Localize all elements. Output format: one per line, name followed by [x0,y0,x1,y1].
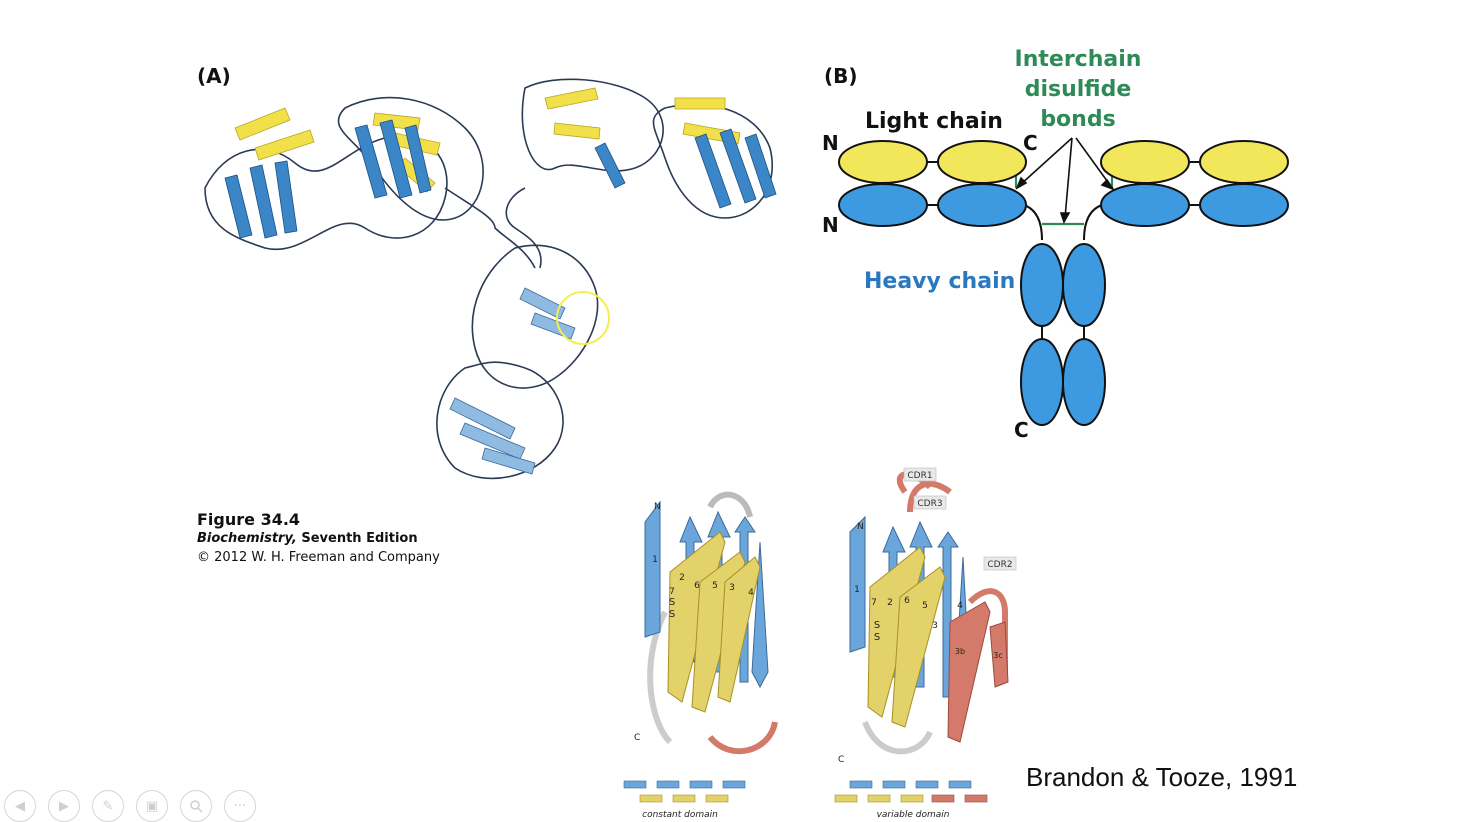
ig-fold-diagrams: 1 7 2 6 5 3 4 S S N C constant domain [623,467,1017,820]
variable-strand-6: 6 [904,596,910,606]
next-slide-button[interactable]: ▶ [48,790,80,822]
cdr1-label: CDR1 [907,471,932,481]
constant-ss-bottom: S [669,609,675,620]
constant-ss-top: S [669,597,675,608]
constant-c-terminus: C [634,733,640,743]
pen-icon: ✎ [102,798,114,814]
constant-strand-2: 2 [679,573,685,583]
zoom-button[interactable] [180,790,212,822]
next-icon: ▶ [59,798,69,814]
slides-icon: ▣ [145,798,159,814]
variable-ss-top: S [874,620,880,631]
previous-icon: ◀ [15,798,25,814]
variable-strand-2: 2 [887,598,893,608]
antibody-ribbon-structure [204,78,777,480]
variable-domain-fold: 1 7 2 6 5 3 4 3b 3c S S CDR1 CDR3 CDR2 N… [834,467,1017,820]
constant-strand-6: 6 [694,581,700,591]
c-label-light: C [1023,131,1038,155]
constant-strand-4: 4 [748,588,754,598]
previous-slide-button[interactable]: ◀ [4,790,36,822]
see-all-slides-button[interactable]: ▣ [136,790,168,822]
c-label-heavy: C [1014,418,1029,442]
variable-domain-label: variable domain [877,810,950,820]
variable-strand-4: 4 [957,601,963,611]
variable-strand-3c: 3c [993,651,1003,660]
heavy-chain-label: Heavy chain [864,269,1015,294]
figure-copyright: © 2012 W. H. Freeman and Company [197,550,440,565]
interchain-label-line3: bonds [1040,107,1115,132]
variable-ss-bottom: S [874,632,880,643]
antibody-schematic: Interchain disulfide bonds Light chain H… [822,47,1289,442]
pen-tool-button[interactable]: ✎ [92,790,124,822]
zoom-icon [190,800,203,813]
variable-c-terminus: C [838,755,844,765]
book-title: Biochemistry, [197,531,297,546]
panel-a-label: (A) [197,64,231,88]
variable-strand-7: 7 [871,598,877,608]
figure-source: Biochemistry, Seventh Edition [197,531,418,546]
citation: Brandon & Tooze, 1991 [1026,762,1298,792]
cdr2-label: CDR2 [987,560,1012,570]
constant-strand-7: 7 [669,587,675,597]
variable-strand-5: 5 [922,601,928,611]
constant-strand-3: 3 [729,583,735,593]
panel-b-label: (B) [824,64,858,88]
constant-domain-label: constant domain [642,810,718,820]
constant-n-terminus: N [654,502,661,512]
variable-strand-3b: 3b [955,647,965,656]
constant-strand-5: 5 [712,581,718,591]
more-options-button[interactable]: ··· [224,790,256,822]
more-icon: ··· [233,798,247,814]
n-label-heavy: N [822,213,839,237]
presenter-toolbar: ◀ ▶ ✎ ▣ ··· [4,790,256,822]
variable-strand-1: 1 [854,585,860,595]
variable-n-terminus: N [857,522,864,532]
light-chain-label: Light chain [865,109,1003,134]
book-edition: Seventh Edition [296,531,418,546]
n-label-light: N [822,131,839,155]
interchain-label-line1: Interchain [1015,47,1142,72]
figure-title: Figure 34.4 [197,510,301,529]
cdr3-label: CDR3 [917,499,942,509]
variable-strand-3: 3 [932,621,938,631]
interchain-label-line2: disulfide [1025,77,1132,102]
constant-strand-1: 1 [652,555,658,565]
constant-domain-fold: 1 7 2 6 5 3 4 S S N C constant domain [623,491,778,820]
